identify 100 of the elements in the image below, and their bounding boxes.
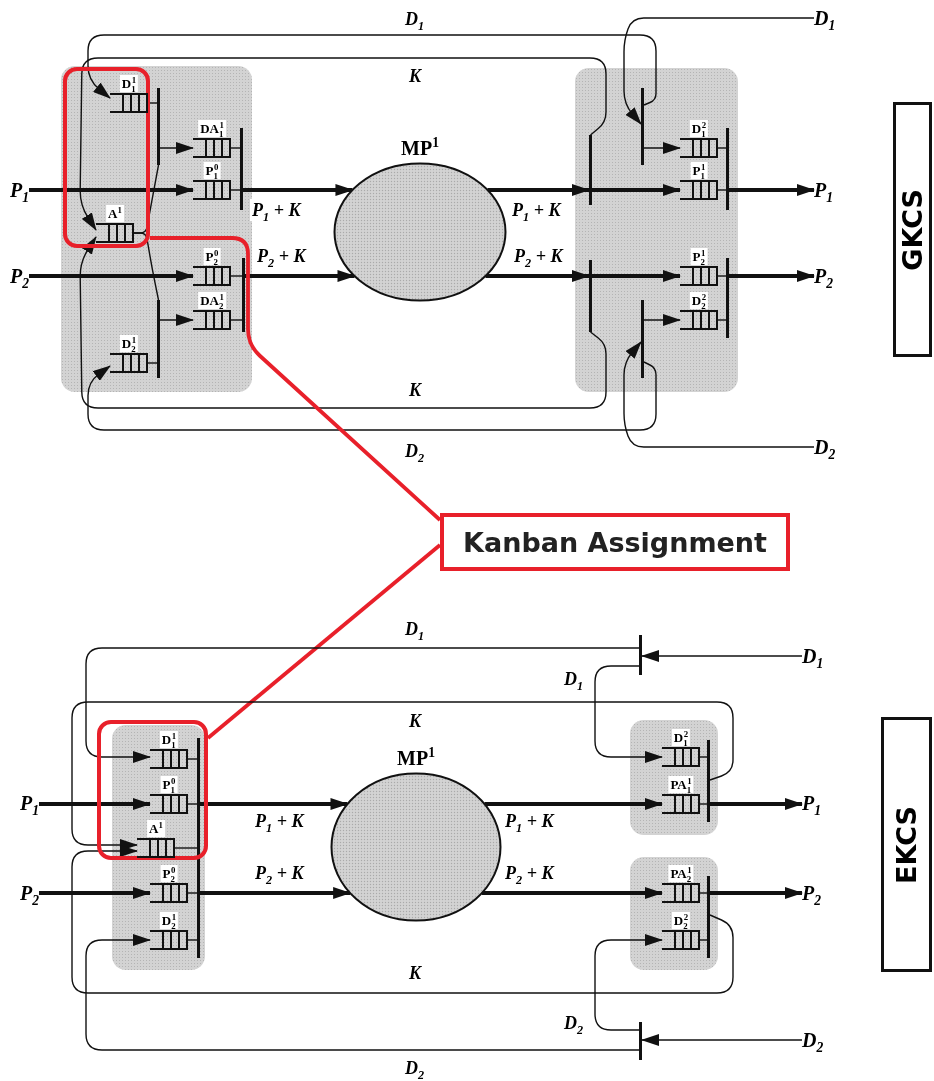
connector-line [699,892,708,894]
connector-line [150,236,442,522]
arrow [159,314,194,326]
transition-bar [589,135,592,205]
connector-line [717,275,727,277]
connector-line [717,189,727,191]
callout-text: Kanban Assignment [463,526,767,558]
arrow [641,650,803,662]
arrow [39,798,151,810]
arrow [481,887,663,899]
arrow [592,184,681,196]
connector-line [230,319,243,321]
connector-line [230,275,243,277]
connector-line [187,892,198,894]
arrow [245,270,356,282]
arrow [710,798,803,810]
arrow [594,934,663,1031]
arrow [29,184,194,196]
flow-label: D$_{2}$ [802,1027,824,1053]
label-box [893,102,932,357]
arrow [71,845,734,994]
arrow [39,887,151,899]
arrow [200,798,349,810]
queue-label: A$^{1}$ [106,205,124,222]
connector-line [133,232,160,301]
transition-bar [707,876,710,958]
transition-bar [157,88,160,165]
arrow [200,887,352,899]
arrow [85,934,640,1051]
arrow [79,236,607,409]
arrow [623,341,815,448]
transition-bar [639,1022,642,1060]
flow-label: D$_{2}$ [814,434,836,460]
transition-bar [197,738,200,958]
highlight-frame [97,720,208,860]
transition-bar [726,128,729,210]
connector-line [147,102,158,104]
arrow [641,1034,803,1046]
flow-label: P$_{2}$ [814,263,833,289]
arrow [87,361,657,431]
arrow [643,314,681,326]
station-panel [575,68,738,392]
flow-label: P$_{1}$ [814,177,833,203]
transition-bar [707,740,710,822]
arrow [29,270,194,282]
connector-line [699,803,708,805]
connector-line [230,147,241,149]
station-panel [630,720,718,835]
queue-label: A$^{1}$ [147,820,165,837]
flow-label: D$_{1}$ [814,5,836,31]
connector-line [187,939,198,941]
connector-line [187,758,198,760]
machine-label: MP$^{1}$ [397,746,435,770]
arrow [643,142,681,154]
arrow [484,798,663,810]
connector-line [230,189,241,191]
arrow [485,270,590,282]
arrow [79,57,607,231]
transition-bar [641,300,644,378]
flow-label: P$_{1}$ [802,790,821,816]
arrow [85,647,640,763]
connector-line [699,939,708,941]
arrow [87,34,657,106]
label-box [881,717,932,972]
transition-bar [240,128,243,210]
connector-line [717,147,727,149]
edge-label: P$_{1}$ + K [250,199,303,221]
transition-bar [242,258,245,332]
flow-label: P$_{1}$ [20,790,39,816]
flow-label: P$_{2}$ [10,263,29,289]
arrow [594,665,663,763]
connector-line [187,803,198,805]
transition-bar [589,260,592,332]
machine-label: MP$^{1}$ [401,136,439,160]
flow-label: P$_{2}$ [20,880,39,906]
station-panel [61,66,252,392]
arrow [623,17,815,125]
connector-line [699,756,708,758]
connector-line [174,847,198,849]
flow-label: P$_{2}$ [802,880,821,906]
arrow [710,887,803,899]
callout-box [440,513,790,571]
arrow [243,184,354,196]
flow-label: D$_{1}$ [802,643,824,669]
station-panel [630,857,718,970]
connector-line [206,543,442,740]
connector-line [147,362,158,364]
connector-line [717,319,727,321]
system-label: GKCS [897,188,928,271]
highlight-frame [63,67,150,248]
arrow [592,270,681,282]
arrow [487,184,590,196]
transition-bar [641,88,644,165]
arrow [71,701,734,851]
transition-bar [639,635,642,675]
transition-bar [726,258,729,338]
flow-label: P$_{1}$ [10,177,29,203]
arrow [159,142,194,154]
arrow [729,184,815,196]
arrow [729,270,815,282]
